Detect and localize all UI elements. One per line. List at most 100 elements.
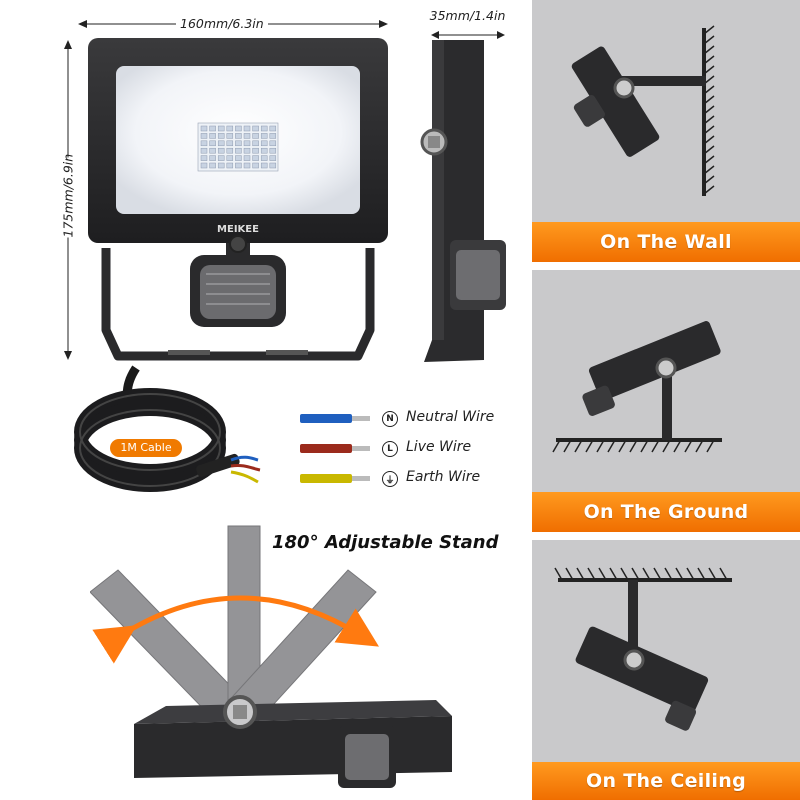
hatch-line bbox=[703, 175, 715, 185]
hatch-line bbox=[596, 439, 605, 453]
depth-label: 35mm/1.4in bbox=[429, 8, 506, 23]
led-chip bbox=[217, 147, 225, 154]
led-chip bbox=[200, 147, 208, 154]
hatch-line bbox=[640, 439, 649, 453]
hatch-line bbox=[703, 85, 715, 95]
led-chip bbox=[217, 140, 225, 147]
depth-dimension: 35mm/1.4in bbox=[415, 8, 520, 42]
hatch-line bbox=[574, 439, 583, 453]
earth-wire-label: Earth Wire bbox=[406, 469, 481, 485]
hatch-line bbox=[703, 155, 715, 165]
floodlight-side-illustration bbox=[420, 40, 506, 362]
led-chip bbox=[269, 147, 277, 154]
live-wire-swatch bbox=[300, 444, 370, 453]
cable-coil: 1M Cable bbox=[66, 360, 286, 510]
hatch-line bbox=[673, 439, 682, 453]
hatch-line bbox=[686, 567, 695, 581]
led-chip bbox=[252, 125, 259, 132]
led-chip bbox=[243, 133, 251, 139]
hatch-line bbox=[703, 45, 715, 55]
led-chip bbox=[226, 147, 234, 154]
led-chip bbox=[200, 125, 208, 132]
hatch-line bbox=[703, 185, 715, 195]
hatch-line bbox=[629, 439, 638, 453]
hatch-line bbox=[703, 95, 715, 105]
led-chip bbox=[260, 162, 268, 169]
hatch-line bbox=[695, 439, 704, 453]
hatch-line bbox=[703, 65, 715, 75]
hatch-line bbox=[587, 567, 596, 581]
led-chip bbox=[209, 147, 216, 154]
wire-legend: N Neutral Wire L Live Wire ⏚ Earth Wire bbox=[296, 406, 516, 498]
label-on-the-wall: On The Wall bbox=[532, 222, 800, 262]
led-chip bbox=[226, 140, 234, 147]
hatch-line bbox=[631, 567, 640, 581]
hatch-line bbox=[662, 439, 671, 453]
hatch-line bbox=[651, 439, 660, 453]
earth-wire-swatch bbox=[300, 474, 370, 483]
led-chip bbox=[243, 162, 251, 169]
led-chip bbox=[217, 155, 225, 161]
led-chip bbox=[226, 162, 234, 169]
panel-ceiling bbox=[532, 540, 800, 762]
ceiling-mount-illustration bbox=[554, 567, 732, 731]
hatch-line bbox=[708, 567, 717, 581]
hatch-line bbox=[703, 25, 715, 35]
hatch-line bbox=[563, 439, 572, 453]
hatch-line bbox=[719, 567, 728, 581]
live-wire-label: Live Wire bbox=[406, 439, 472, 455]
led-chip bbox=[235, 125, 242, 132]
hatch-line bbox=[684, 439, 693, 453]
panel-wall bbox=[532, 0, 800, 222]
led-chip bbox=[260, 125, 268, 132]
led-chip bbox=[235, 133, 242, 139]
hatch-line bbox=[703, 135, 715, 145]
neutral-icon: N bbox=[382, 411, 398, 427]
adjustable-stand-diagram bbox=[90, 520, 510, 800]
height-dimension: 175mm/6.9in bbox=[58, 40, 78, 360]
hatch-line bbox=[703, 145, 715, 155]
led-chip bbox=[200, 140, 208, 147]
led-chip bbox=[209, 133, 216, 139]
led-chip bbox=[226, 155, 234, 161]
adjustable-stand-illustration bbox=[90, 525, 452, 788]
hatch-line bbox=[675, 567, 684, 581]
led-chip bbox=[252, 155, 259, 161]
hatch-line bbox=[609, 567, 618, 581]
hatch-line bbox=[703, 115, 715, 125]
cable-coil-illustration bbox=[74, 365, 261, 492]
led-chip bbox=[200, 162, 208, 169]
led-chip bbox=[260, 133, 268, 139]
hatch-line bbox=[703, 105, 715, 115]
label-on-the-ceiling: On The Ceiling bbox=[532, 762, 800, 800]
led-chip bbox=[235, 147, 242, 154]
panel-ground bbox=[532, 270, 800, 492]
led-chip bbox=[217, 162, 225, 169]
floodlight-front-view: MEIKEE bbox=[88, 38, 388, 368]
led-chip bbox=[200, 133, 208, 139]
width-label: 160mm/6.3in bbox=[176, 16, 268, 31]
label-on-the-ground: On The Ground bbox=[532, 492, 800, 532]
hatch-line bbox=[703, 165, 715, 175]
led-chip bbox=[260, 155, 268, 161]
led-chip bbox=[252, 133, 259, 139]
led-chip bbox=[252, 140, 259, 147]
led-chip bbox=[269, 162, 277, 169]
neutral-wire-label: Neutral Wire bbox=[406, 409, 495, 425]
led-chip bbox=[269, 133, 277, 139]
hatch-line bbox=[552, 439, 561, 453]
hatch-line bbox=[703, 35, 715, 45]
led-chip bbox=[235, 155, 242, 161]
hatch-line bbox=[607, 439, 616, 453]
wall-mount-illustration bbox=[571, 25, 715, 196]
led-chip bbox=[235, 140, 242, 147]
led-chip bbox=[260, 140, 268, 147]
hatch-line bbox=[703, 55, 715, 65]
led-chip bbox=[243, 155, 251, 161]
led-chip bbox=[217, 133, 225, 139]
led-chip bbox=[235, 162, 242, 169]
height-label: 175mm/6.9in bbox=[60, 153, 76, 238]
hatch-line bbox=[618, 439, 627, 453]
led-chip bbox=[243, 140, 251, 147]
hatch-line bbox=[703, 125, 715, 135]
